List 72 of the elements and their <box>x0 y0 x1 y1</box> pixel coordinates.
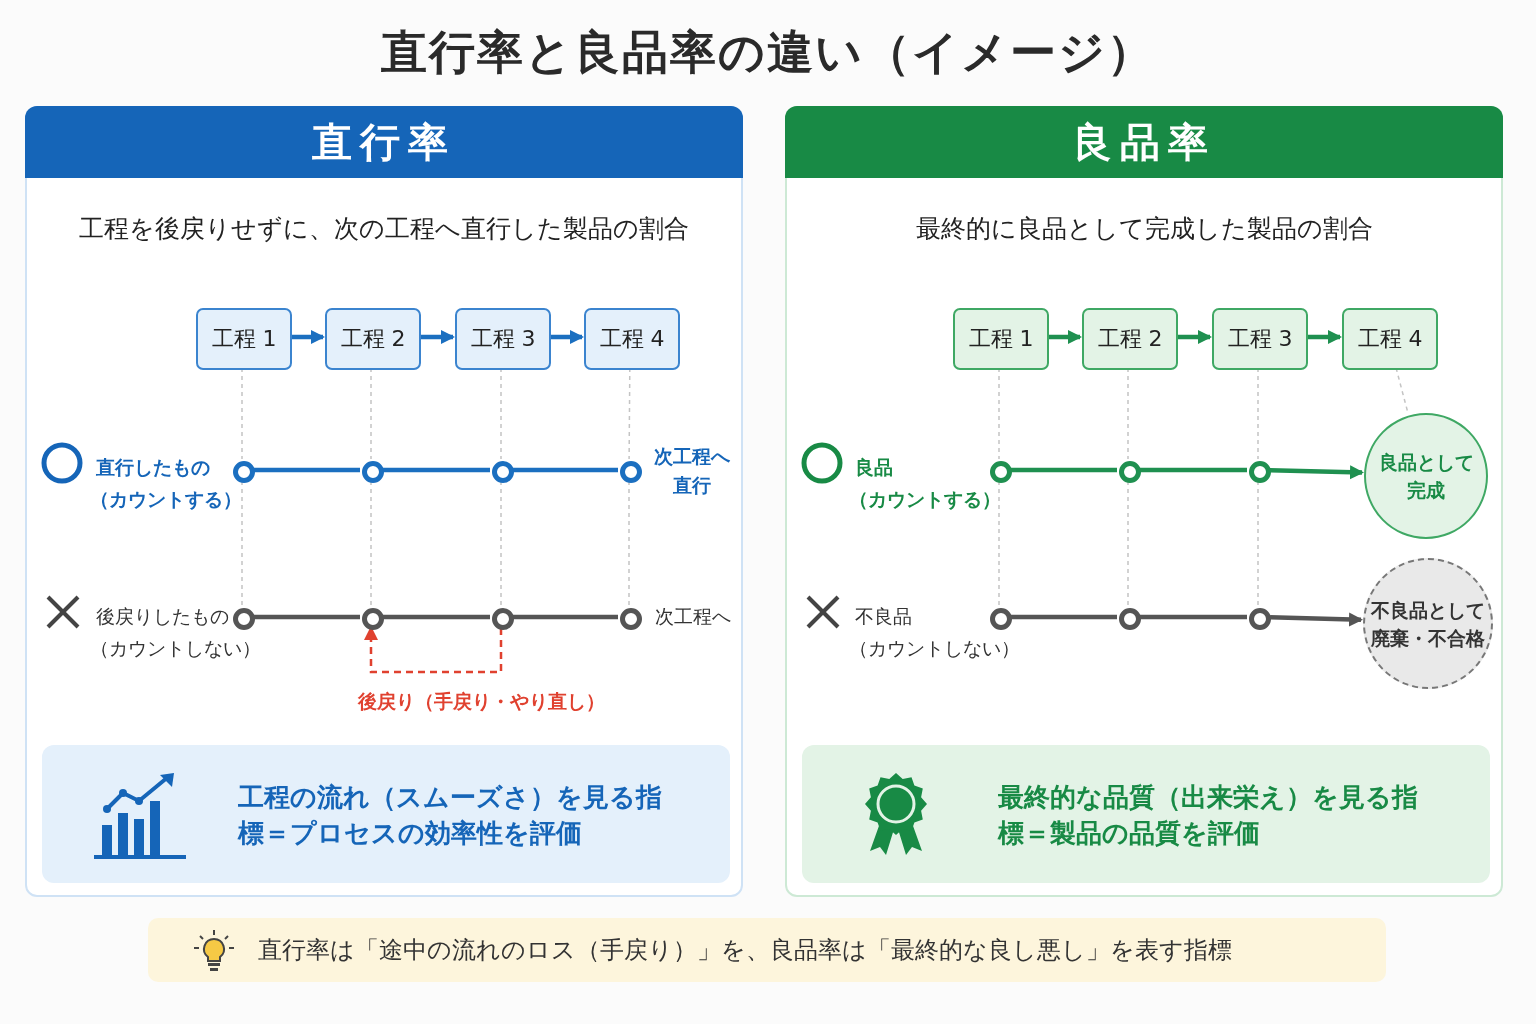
process-box: 工程 1 <box>953 308 1049 370</box>
result-circle: 不良品として廃棄・不合格 <box>1363 558 1493 689</box>
row-label: （カウントしない） <box>90 636 261 661</box>
row-label: 良品 <box>855 455 893 480</box>
arrow <box>1268 612 1363 627</box>
panel-card <box>785 106 1503 897</box>
timeline-dot <box>492 461 514 483</box>
guide-line <box>241 367 243 460</box>
note-text: 直行率は「途中の流れのロス（手戻り）」を、良品率は「最終的な良し悪し」を表す指標 <box>258 935 1232 966</box>
arrow <box>1306 330 1342 344</box>
process-box: 工程 2 <box>1082 308 1178 370</box>
arrow <box>1176 330 1212 344</box>
flow-line <box>1010 614 1117 620</box>
panel-header: 良品率 <box>785 106 1503 178</box>
process-box: 工程 2 <box>325 308 421 370</box>
flow-line <box>512 614 618 620</box>
row-note: （カウントする） <box>90 487 242 512</box>
arrow <box>1268 465 1364 480</box>
flow-line <box>382 614 490 620</box>
flow-line <box>1010 467 1117 473</box>
timeline-dot <box>990 461 1012 483</box>
timeline-dot <box>990 608 1012 630</box>
row-label: 直行したもの <box>96 455 210 480</box>
guide-line <box>1257 367 1259 460</box>
arrow <box>290 330 325 344</box>
timeline-dot <box>1249 461 1271 483</box>
arrow <box>419 330 455 344</box>
process-box: 工程 1 <box>196 308 292 370</box>
panel-card <box>25 106 743 897</box>
row-note: （カウントする） <box>849 487 1001 512</box>
guide-line <box>998 367 1000 460</box>
row-note: （カウントしない） <box>849 636 1020 661</box>
row-label: 不良品 <box>855 604 912 629</box>
guide-line <box>628 367 631 460</box>
process-box: 工程 3 <box>455 308 551 370</box>
summary-card <box>42 745 730 883</box>
flow-line <box>253 467 360 473</box>
process-box: 工程 4 <box>584 308 680 370</box>
guide-line <box>500 367 502 460</box>
flow-line <box>1139 614 1247 620</box>
flow-line <box>1139 467 1247 473</box>
outcome-label: 次工程へ直行 <box>654 444 730 498</box>
timeline-dot <box>620 608 642 630</box>
timeline-dot <box>362 608 384 630</box>
definition-text: 最終的に良品として完成した製品の割合 <box>914 213 1374 245</box>
summary-text: 工程の流れ（スムーズさ）を見る指標＝プロセスの効率性を評価 <box>238 781 663 850</box>
process-box: 工程 3 <box>1212 308 1308 370</box>
summary-card <box>802 745 1490 883</box>
arrow <box>549 330 584 344</box>
timeline-dot <box>233 461 255 483</box>
timeline-dot <box>492 608 514 630</box>
timeline-dot <box>620 461 642 483</box>
flow-line <box>382 467 490 473</box>
flow-line <box>512 467 618 473</box>
timeline-dot <box>1249 608 1271 630</box>
summary-text: 最終的な品質（出来栄え）を見る指標＝製品の品質を評価 <box>998 781 1419 850</box>
timeline-dot <box>1119 608 1141 630</box>
outcome-label: 次工程へ <box>655 604 731 629</box>
guide-line <box>370 367 372 460</box>
process-box: 工程 4 <box>1342 308 1438 370</box>
row-note: 後戻りしたもの <box>96 604 229 629</box>
timeline-dot <box>362 461 384 483</box>
guide-line <box>1127 367 1129 460</box>
timeline-dot <box>233 608 255 630</box>
definition-text: 工程を後戻りせずに、次の工程へ直行した製品の割合 <box>78 213 690 245</box>
note-banner <box>148 918 1386 982</box>
diagram-title: 直行率と良品率の違い（イメージ） <box>380 24 1156 81</box>
arrow <box>1047 330 1082 344</box>
timeline-dot <box>1119 461 1141 483</box>
result-circle: 良品として完成 <box>1364 413 1488 539</box>
flow-line <box>253 614 360 620</box>
panel-header: 直行率 <box>25 106 743 178</box>
